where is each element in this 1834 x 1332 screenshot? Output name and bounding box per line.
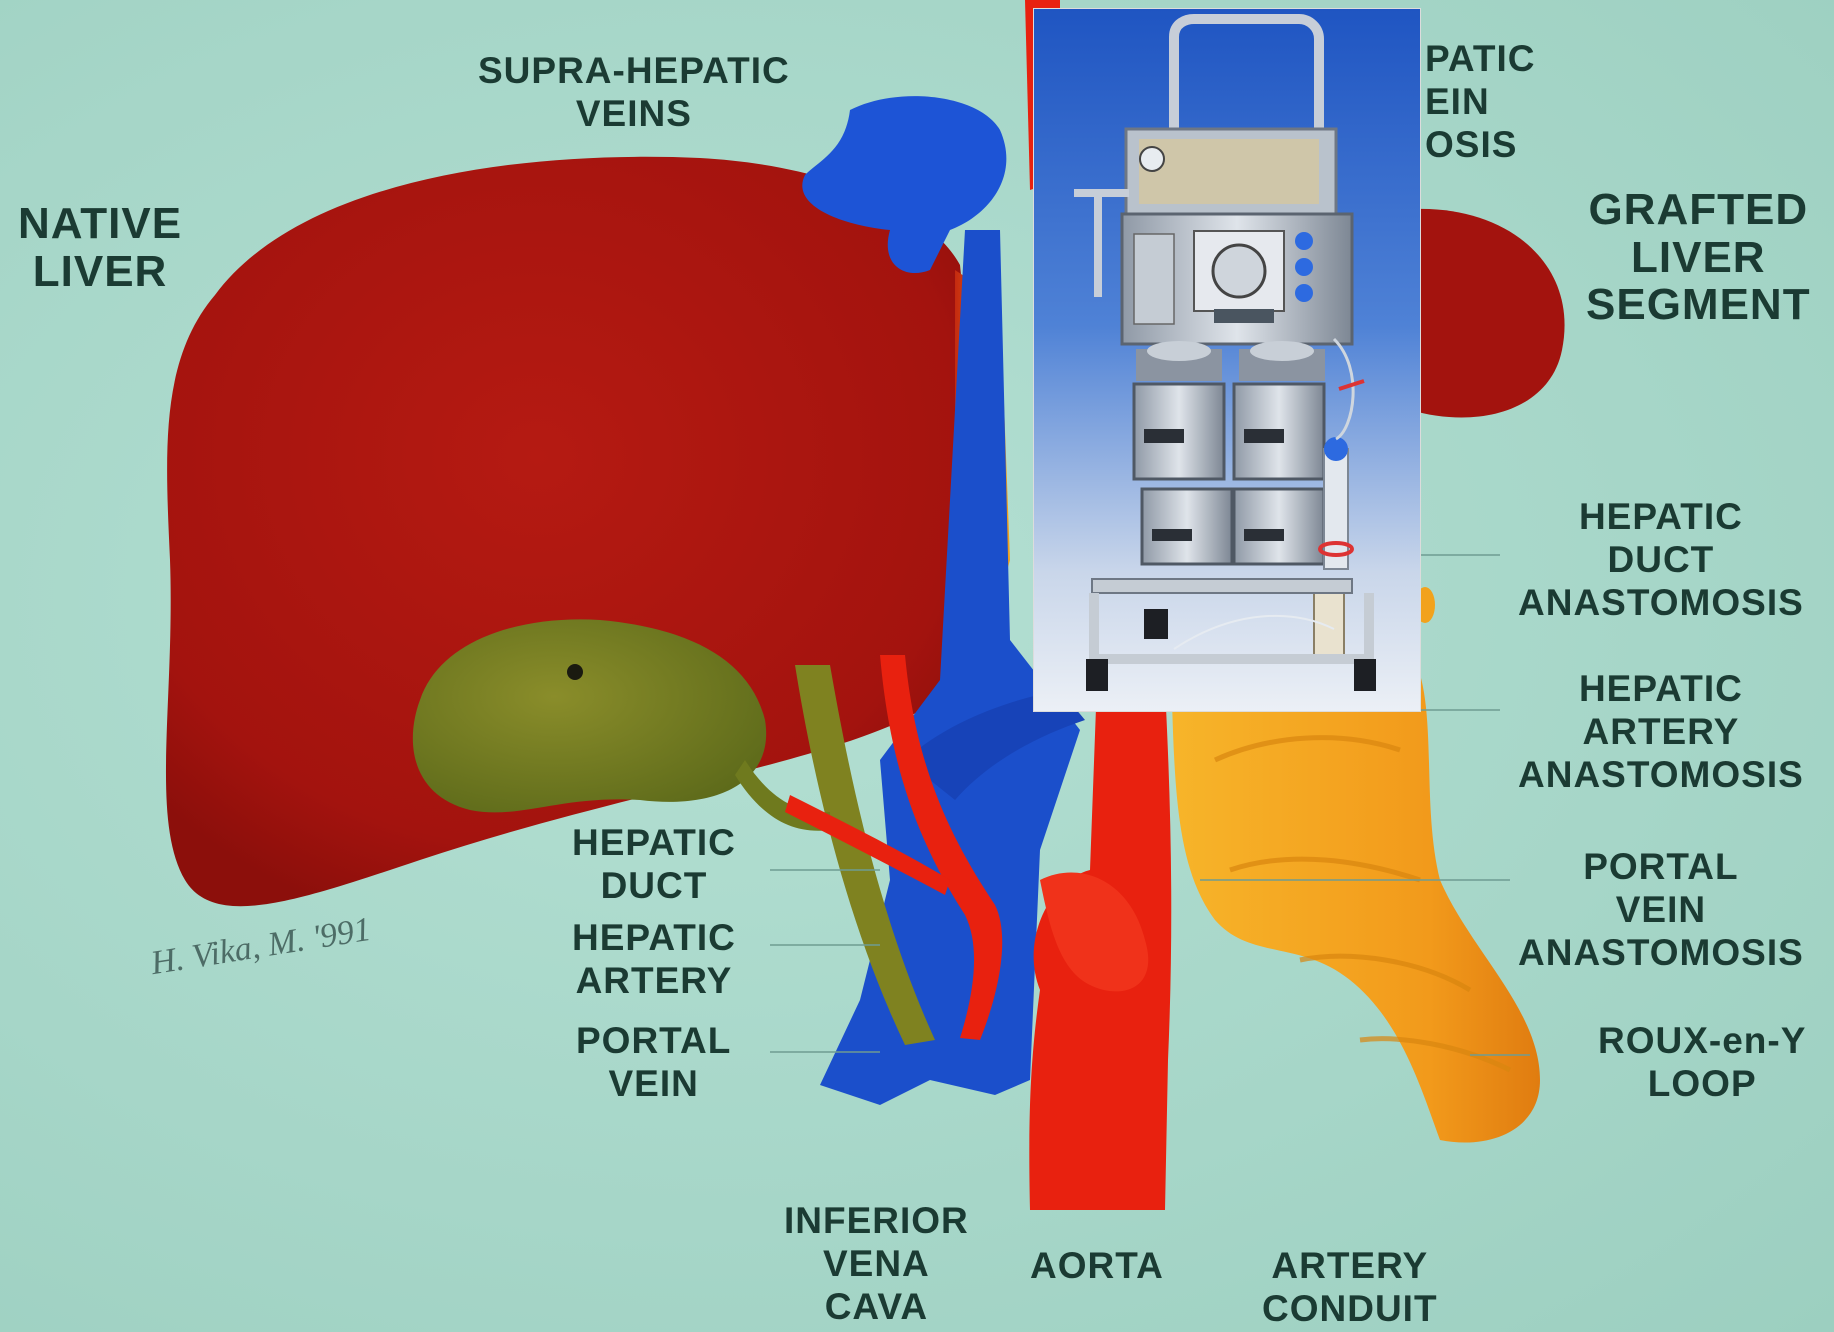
label-hepatic-duct: HEPATIC DUCT — [572, 822, 736, 908]
label-inferior-vena-cava: INFERIOR VENA CAVA — [784, 1200, 969, 1329]
label-aorta: AORTA — [1030, 1245, 1164, 1288]
label-portal-vein: PORTAL VEIN — [576, 1020, 731, 1106]
label-hepatic-vein-anastomosis: PATIC EIN OSIS — [1425, 38, 1536, 167]
label-native-liver: NATIVE LIVER — [18, 200, 182, 295]
grafted-liver-segment — [1400, 209, 1565, 418]
label-hepatic-artery-anastomosis: HEPATIC ARTERY ANASTOMOSIS — [1518, 668, 1804, 797]
gallstone — [567, 664, 583, 680]
label-supra-hepatic-veins: SUPRA-HEPATIC VEINS — [478, 50, 790, 136]
label-portal-vein-anastomosis: PORTAL VEIN ANASTOMOSIS — [1518, 846, 1804, 975]
label-hepatic-artery: HEPATIC ARTERY — [572, 917, 736, 1003]
inset-photo-perfusion-machine — [1033, 8, 1421, 712]
perfusion-machine-illustration — [1034, 9, 1421, 712]
label-hepatic-duct-anastomosis: HEPATIC DUCT ANASTOMOSIS — [1518, 496, 1804, 625]
label-grafted-liver-segment: GRAFTED LIVER SEGMENT — [1586, 186, 1811, 329]
label-roux-en-y-loop: ROUX-en-Y LOOP — [1598, 1020, 1806, 1106]
label-artery-conduit: ARTERY CONDUIT — [1262, 1245, 1438, 1331]
